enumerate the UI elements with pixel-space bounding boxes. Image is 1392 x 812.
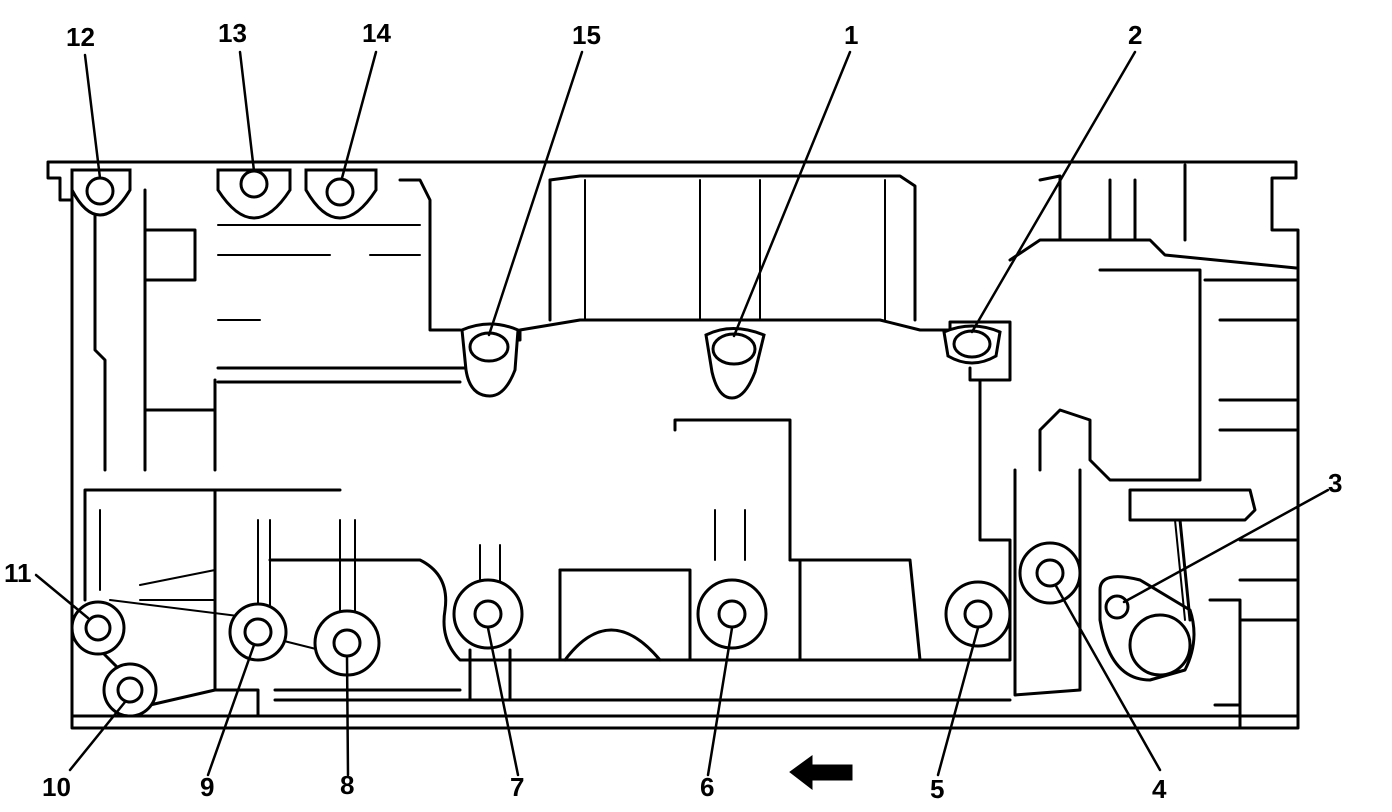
- callout-8: 8: [340, 770, 354, 800]
- callout-1: 1: [844, 20, 858, 50]
- callout-12: 12: [66, 22, 95, 52]
- bolt-13: [239, 169, 269, 199]
- bolt-8: [332, 628, 362, 658]
- bolt-4: [1035, 558, 1065, 588]
- bolt-9: [243, 617, 273, 647]
- leader-lines: [34, 50, 1330, 777]
- callout-11: 11: [4, 558, 32, 588]
- callout-4: 4: [1152, 774, 1167, 804]
- bolt-6: [717, 599, 747, 629]
- bolt-12: [85, 176, 115, 206]
- left-arrow-icon: [789, 755, 853, 791]
- bolt-1: [711, 332, 757, 366]
- bolt-10: [116, 676, 144, 704]
- lower-bearing-area: [268, 378, 1298, 730]
- bolt-14: [325, 177, 355, 207]
- callout-2: 2: [1128, 20, 1142, 50]
- bolt-2: [952, 329, 992, 359]
- callout-13: 13: [218, 18, 247, 48]
- callout-3: 3: [1328, 468, 1342, 498]
- bolt-15: [468, 331, 510, 363]
- callout-15: 15: [572, 20, 601, 50]
- bolt-3: [1104, 594, 1130, 620]
- callout-9: 9: [200, 772, 214, 802]
- bolt-5: [963, 599, 993, 629]
- bolt-7: [473, 599, 503, 629]
- callout-7: 7: [510, 772, 524, 802]
- callout-10: 10: [42, 772, 71, 802]
- callout-14: 14: [362, 18, 391, 48]
- top-bolts: [70, 168, 1002, 400]
- upper-gallery: [216, 163, 1298, 482]
- bolt-11: [84, 614, 112, 642]
- callout-labels: 12 13 14 15 1 2 3 4 5 6 7 8 9 10 11: [4, 18, 1342, 804]
- callout-6: 6: [700, 772, 714, 802]
- callout-5: 5: [930, 774, 944, 804]
